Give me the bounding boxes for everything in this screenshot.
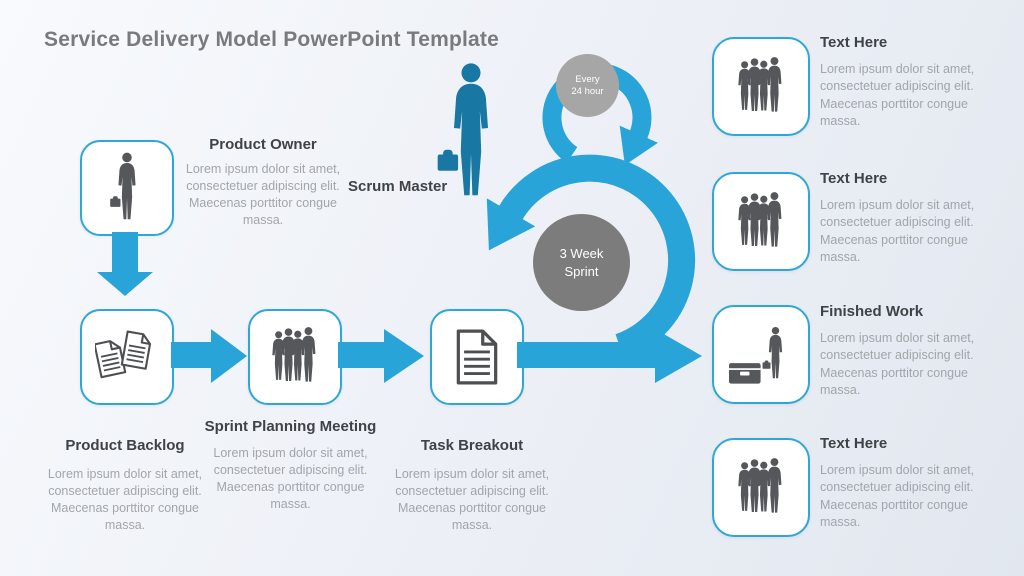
finished-work-icon-box (712, 305, 810, 404)
sprint-cycle-line2: Sprint (564, 263, 599, 279)
sprint-planning-body: Lorem ipsum dolor sit amet, consectetuer… (213, 445, 368, 511)
scrum-master-label: Scrum Master (348, 178, 448, 195)
product-owner-body: Lorem ipsum dolor sit amet, consectetuer… (185, 161, 341, 227)
product-backlog-icon-box (80, 309, 174, 405)
arrow-breakout-to-finished (517, 329, 702, 383)
arrow-planning-to-breakout (338, 329, 424, 383)
sprint-planning-text: Sprint Planning Meeting Lorem ipsum dolo… (203, 418, 378, 513)
daily-cycle-line1: Every (575, 73, 600, 85)
output-1-icon-box (712, 37, 810, 136)
product-owner-title: Product Owner (209, 136, 317, 153)
sprint-cycle-line1: 3 Week (559, 245, 604, 261)
output-2-body: Lorem ipsum dolor sit amet, consectetuer… (820, 198, 975, 264)
arrow-owner-to-backlog (97, 232, 153, 296)
task-breakout-text: Task Breakout Lorem ipsum dolor sit amet… (382, 437, 562, 534)
product-owner-text: Product Owner Lorem ipsum dolor sit amet… (178, 136, 348, 229)
output-4-body: Lorem ipsum dolor sit amet, consectetuer… (820, 463, 975, 529)
sprint-loop-arrow (486, 154, 696, 360)
sprint-planning-title: Sprint Planning Meeting (204, 418, 377, 435)
daily-cycle-line2: 24 hour (571, 85, 604, 97)
output-2-icon-box (712, 172, 810, 271)
product-backlog-text: Product Backlog Lorem ipsum dolor sit am… (35, 437, 215, 534)
product-backlog-title: Product Backlog (65, 437, 185, 454)
product-owner-icon-box (80, 140, 174, 236)
output-1-title: Text Here (820, 34, 888, 51)
product-backlog-body: Lorem ipsum dolor sit amet, consectetuer… (47, 466, 203, 532)
finished-work-title: Finished Work (820, 303, 924, 320)
task-breakout-title: Task Breakout (420, 437, 524, 454)
task-breakout-icon-box (430, 309, 524, 405)
daily-cycle-circle: Every 24 hour (556, 54, 619, 117)
output-4-title: Text Here (820, 435, 888, 452)
finished-work-body: Lorem ipsum dolor sit amet, consectetuer… (820, 331, 975, 397)
output-1-body: Lorem ipsum dolor sit amet, consectetuer… (820, 62, 975, 128)
task-breakout-body: Lorem ipsum dolor sit amet, consectetuer… (394, 466, 550, 532)
scrum-master-silhouette (438, 63, 488, 195)
arrow-backlog-to-planning (171, 329, 247, 383)
output-2-title: Text Here (820, 170, 888, 187)
sprint-cycle-circle: 3 Week Sprint (533, 214, 630, 311)
slide-title: Service Delivery Model PowerPoint Templa… (44, 28, 499, 51)
output-4-icon-box (712, 438, 810, 537)
sprint-planning-icon-box (248, 309, 342, 405)
